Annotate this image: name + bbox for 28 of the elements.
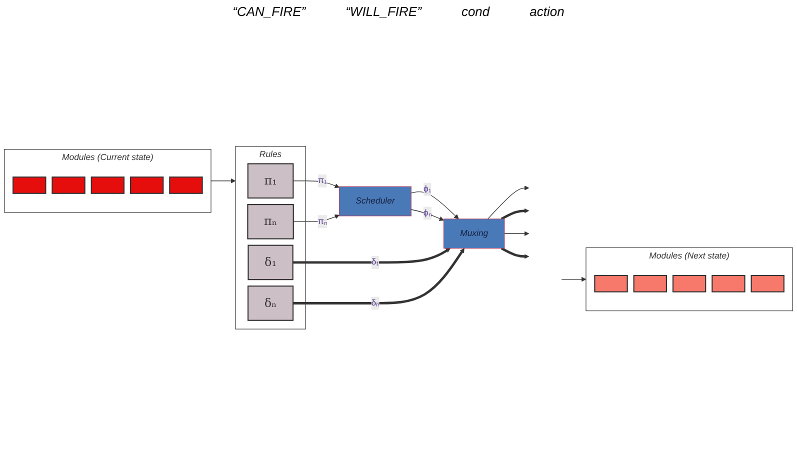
- arrow: [410, 192, 459, 220]
- register-block: [90, 176, 125, 194]
- register-block: [169, 176, 203, 194]
- register-block: [52, 176, 86, 194]
- register-block: [594, 275, 628, 293]
- register-block: [12, 176, 46, 194]
- annotation-label: “WILL_FIRE”: [346, 4, 422, 19]
- register-block: [712, 275, 746, 293]
- annotation-label: cond: [461, 4, 490, 19]
- register-block: [633, 275, 668, 293]
- arrow: [500, 208, 530, 220]
- process-block: Scheduler: [339, 186, 412, 217]
- arrow: [292, 248, 451, 264]
- arrow: [210, 178, 236, 184]
- arrow: [292, 180, 340, 188]
- register-block: [672, 275, 706, 293]
- annotation-label: action: [530, 4, 564, 19]
- arrow: [500, 248, 530, 260]
- arrow: [487, 186, 530, 220]
- annotation-label: “CAN_FIRE”: [232, 4, 306, 19]
- arrow: [293, 248, 464, 305]
- process-block: Muxing: [443, 218, 505, 249]
- arrow: [410, 209, 444, 222]
- arrow: [293, 214, 340, 222]
- register-block: [130, 176, 164, 194]
- arrow: [504, 232, 530, 236]
- register-block: [750, 275, 784, 293]
- arrow: [561, 277, 586, 282]
